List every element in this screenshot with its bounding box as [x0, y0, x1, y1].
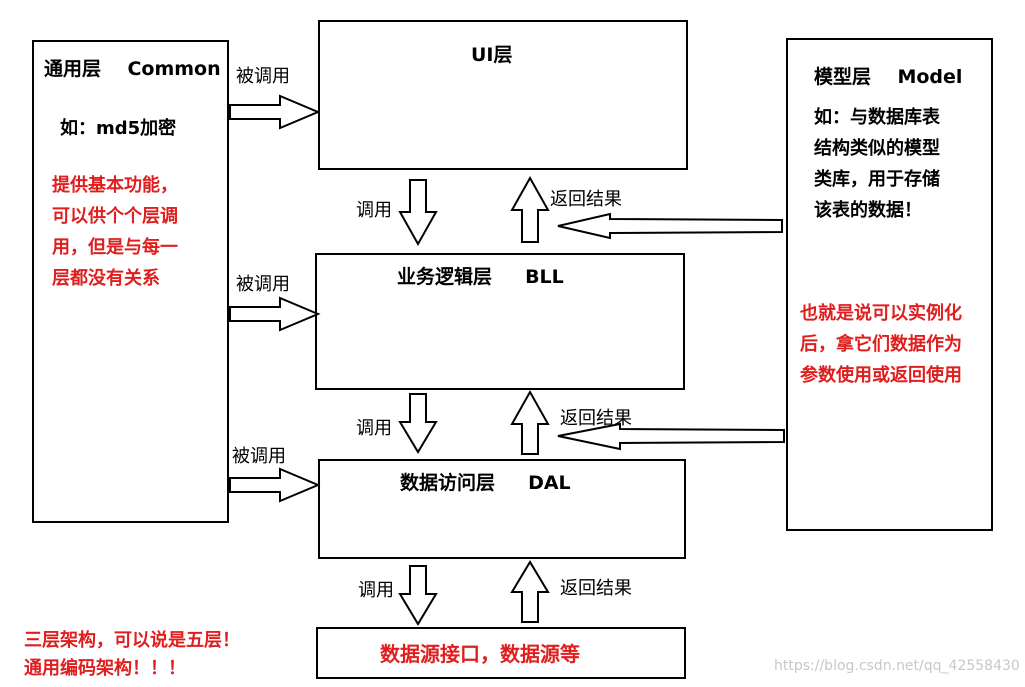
bll-layer-title: 业务逻辑层 BLL	[397, 266, 564, 288]
model-desc-line: 后，拿它们数据作为	[800, 334, 962, 355]
model-layer-description: 也就是说可以实例化 后，拿它们数据作为 参数使用或返回使用	[800, 298, 962, 391]
return-arrow-source-dal	[510, 560, 550, 623]
common-desc-line: 用，但是与每一	[52, 237, 178, 258]
return-label-1: 返回结果	[550, 189, 622, 210]
common-desc-line: 可以供个个层调	[52, 206, 178, 227]
called-arrow-dal	[229, 467, 321, 503]
call-arrow-dal-source	[398, 565, 438, 626]
common-layer-box	[32, 40, 229, 523]
model-arrow-lower	[557, 422, 785, 451]
dal-layer-box	[318, 459, 686, 559]
dal-layer-title: 数据访问层 DAL	[400, 472, 571, 494]
common-layer-description: 提供基本功能， 可以供个个层调 用，但是与每一 层都没有关系	[52, 170, 178, 294]
model-example-line: 类库，用于存储	[814, 169, 940, 190]
ui-layer-title: UI层	[471, 44, 513, 66]
common-layer-example: 如：md5加密	[60, 118, 177, 139]
datasource-box	[316, 627, 686, 679]
model-desc-line: 参数使用或返回使用	[800, 365, 962, 386]
call-arrow-ui-bll	[398, 179, 438, 247]
return-label-2: 返回结果	[560, 408, 632, 429]
ui-layer-box	[318, 20, 688, 170]
common-layer-title: 通用层 Common	[44, 58, 221, 80]
called-arrow-bll	[229, 296, 321, 332]
model-desc-line: 也就是说可以实例化	[800, 303, 962, 324]
model-example-line: 该表的数据！	[814, 200, 922, 221]
called-label-ui: 被调用	[236, 66, 290, 87]
call-label-2: 调用	[356, 418, 392, 439]
return-arrow-dal-bll	[510, 389, 550, 455]
footer-line: 通用编码架构！！！	[24, 658, 186, 679]
footer-line: 三层架构，可以说是五层！	[24, 630, 240, 651]
footer-note: 三层架构，可以说是五层！ 通用编码架构！！！	[24, 627, 240, 683]
called-arrow-ui	[229, 94, 321, 130]
bll-layer-box	[315, 253, 685, 390]
model-layer-title: 模型层 Model	[814, 66, 963, 88]
call-label-1: 调用	[356, 200, 392, 221]
model-layer-example: 如：与数据库表 结构类似的模型 类库，用于存储 该表的数据！	[814, 102, 940, 226]
called-label-bll: 被调用	[236, 274, 290, 295]
call-arrow-bll-dal	[398, 393, 438, 454]
model-arrow-upper	[557, 212, 783, 240]
return-arrow-bll-ui	[510, 175, 550, 243]
datasource-title: 数据源接口，数据源等	[380, 642, 580, 666]
model-example-line: 如：与数据库表	[814, 107, 940, 128]
call-label-3: 调用	[358, 580, 394, 601]
called-label-dal: 被调用	[232, 446, 286, 467]
watermark: https://blog.csdn.net/qq_42558430	[774, 658, 1020, 674]
model-layer-box	[786, 38, 993, 531]
model-example-line: 结构类似的模型	[814, 138, 940, 159]
common-desc-line: 提供基本功能，	[52, 175, 178, 196]
return-label-3: 返回结果	[560, 578, 632, 599]
common-desc-line: 层都没有关系	[52, 268, 160, 289]
